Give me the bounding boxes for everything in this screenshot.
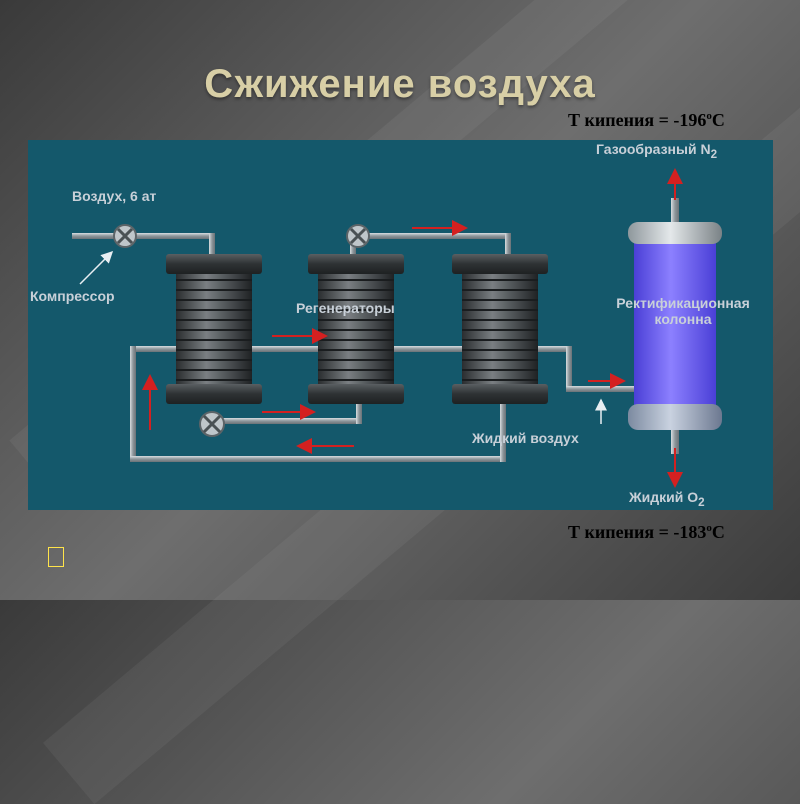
- valve-icon: [113, 224, 137, 248]
- column-feed-pipe: [566, 386, 636, 392]
- flow-arrows: [79, 168, 683, 488]
- lower-pipe: [210, 418, 360, 424]
- regenerator-1: [166, 254, 262, 404]
- label-liquid-oxygen: Жидкий О2: [629, 489, 705, 509]
- regenerator-2: [308, 254, 404, 404]
- pipe-segment: [500, 390, 506, 462]
- inlet-pipe: [72, 233, 214, 239]
- pipe-segment: [566, 346, 572, 392]
- regenerator-3: [452, 254, 548, 404]
- label-air-input: Воздух, 6 ат: [72, 188, 157, 204]
- label-gas-nitrogen: Газообразный N2: [596, 141, 718, 161]
- label-compressor: Компрессор: [30, 288, 115, 304]
- column-bottom-pipe: [671, 424, 679, 454]
- boiling-point-nitrogen: Т кипения = -196оС: [568, 110, 725, 130]
- pipe-segment: [356, 398, 362, 424]
- label-liquid-air: Жидкий воздух: [472, 430, 579, 446]
- air-liquefaction-diagram: [72, 168, 722, 488]
- left-return-pipe: [130, 346, 136, 462]
- valve-icon: [346, 224, 370, 248]
- valve-icon: [199, 411, 225, 437]
- rectification-column: [628, 222, 722, 430]
- bottom-return-pipe: [130, 456, 506, 462]
- nav-link-icon[interactable]: [48, 547, 64, 567]
- pointer-compressor: [79, 250, 114, 285]
- pipe-segment: [350, 233, 510, 239]
- pipe-segment: [505, 233, 511, 255]
- pipe-segment: [209, 233, 215, 255]
- boiling-point-oxygen: Т кипения = -183оС: [568, 522, 725, 542]
- slide-title: Сжижение воздуха: [204, 62, 596, 106]
- column-top-pipe: [671, 198, 679, 226]
- label-regenerators: Регенераторы: [296, 300, 395, 316]
